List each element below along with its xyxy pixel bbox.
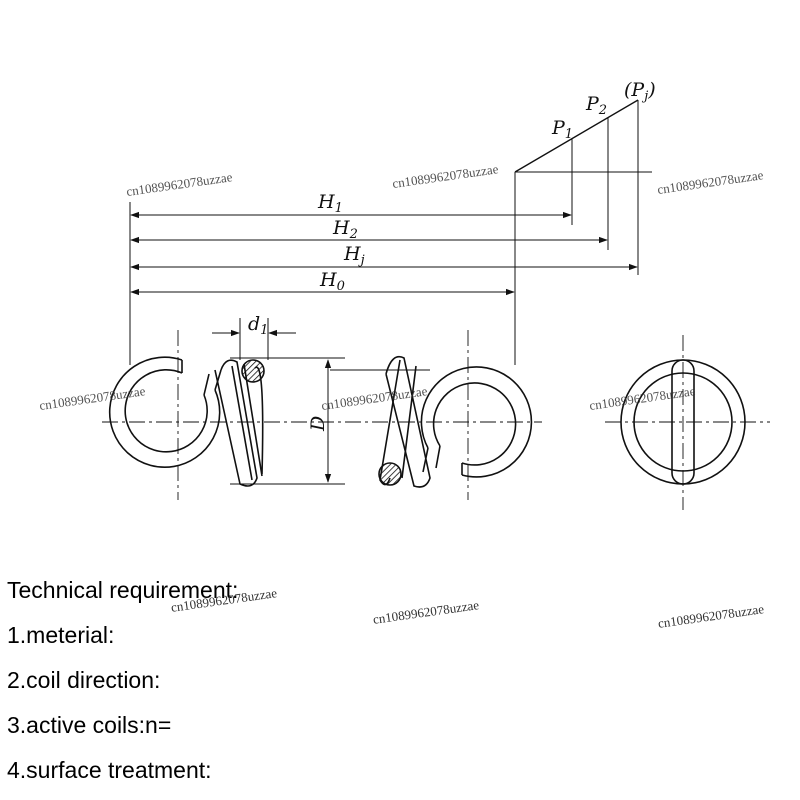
requirement-coil-direction: 2.coil direction: — [7, 667, 161, 693]
label-p1: P1 — [551, 117, 573, 142]
requirement-material: 1.meterial: — [7, 622, 115, 648]
watermark: cn1089962078uzzae — [125, 169, 233, 199]
label-h0: H0 — [319, 269, 345, 294]
right-hook — [420, 366, 533, 478]
watermark: cn1089962078uzzae — [588, 383, 696, 413]
end-view — [620, 359, 746, 485]
left-hook — [108, 356, 222, 468]
load-line — [514, 99, 639, 173]
label-p2: P2 — [585, 93, 607, 118]
spring-drawing: P1 P2 (Pj) H1 H2 Hj H0 d1 D cn1089962078… — [38, 79, 770, 510]
watermark: cn1089962078uzzae — [391, 161, 499, 191]
label-h1: H1 — [317, 191, 343, 216]
requirement-active-coils: 3.active coils:n= — [7, 712, 172, 738]
requirement-surface-treatment: 4.surface treatment: — [7, 757, 212, 783]
label-pj: (Pj) — [624, 79, 656, 104]
label-d1: d1 — [248, 313, 268, 338]
watermark: cn1089962078uzzae — [38, 383, 146, 413]
watermark: cn1089962078uzzae — [372, 597, 480, 627]
label-hj: Hj — [343, 243, 365, 268]
label-D: D — [307, 416, 329, 432]
watermark: cn1089962078uzzae — [320, 383, 428, 413]
watermark: cn1089962078uzzae — [656, 167, 764, 197]
watermark: cn1089962078uzzae — [657, 601, 765, 631]
label-h2: H2 — [332, 217, 358, 242]
requirements-title: Technical requirement: — [7, 577, 239, 603]
technical-requirements: Technical requirement: 1.meterial: 2.coi… — [7, 572, 238, 797]
